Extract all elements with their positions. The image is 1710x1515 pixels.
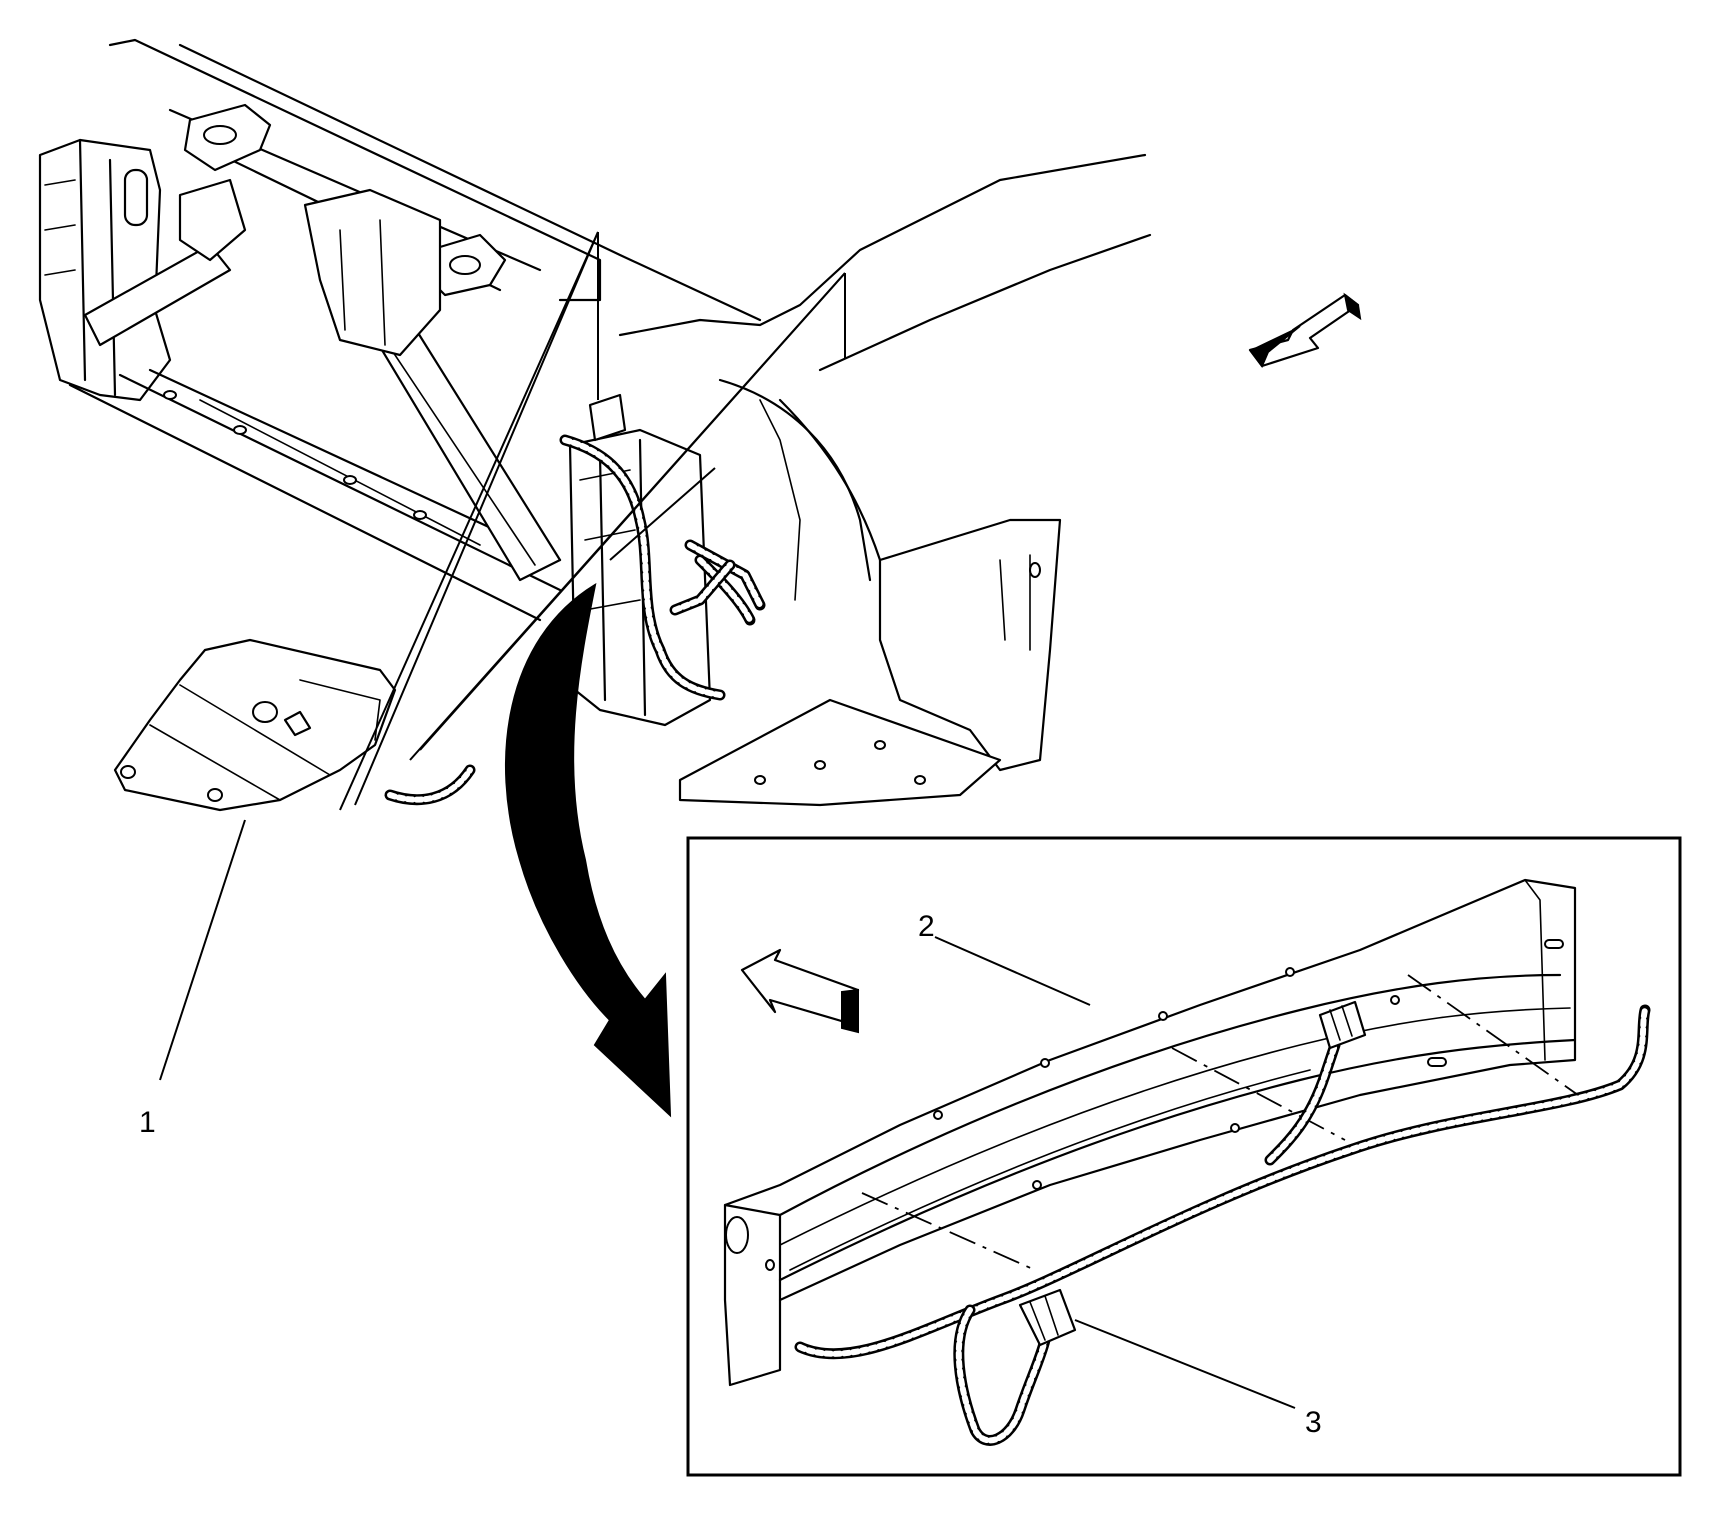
callout-3-label: 3: [1305, 1406, 1322, 1439]
fender-wheelhouse: [618, 153, 1152, 807]
fog-lamp-assembly: [113, 638, 397, 812]
wiring-harness-main: [384, 434, 766, 806]
curved-detail-arrow-icon: [504, 582, 672, 1118]
radiator-support-assembly: [38, 38, 762, 727]
front-direction-arrow-icon: [740, 948, 860, 1034]
detail-inset: [686, 836, 1682, 1477]
callout-1-leader: [159, 819, 246, 1081]
callout-1-label: 1: [139, 1106, 156, 1139]
callout-2-label: 2: [918, 910, 935, 943]
phantom-lines: [339, 231, 846, 811]
front-direction-arrow-icon: [1248, 292, 1362, 368]
